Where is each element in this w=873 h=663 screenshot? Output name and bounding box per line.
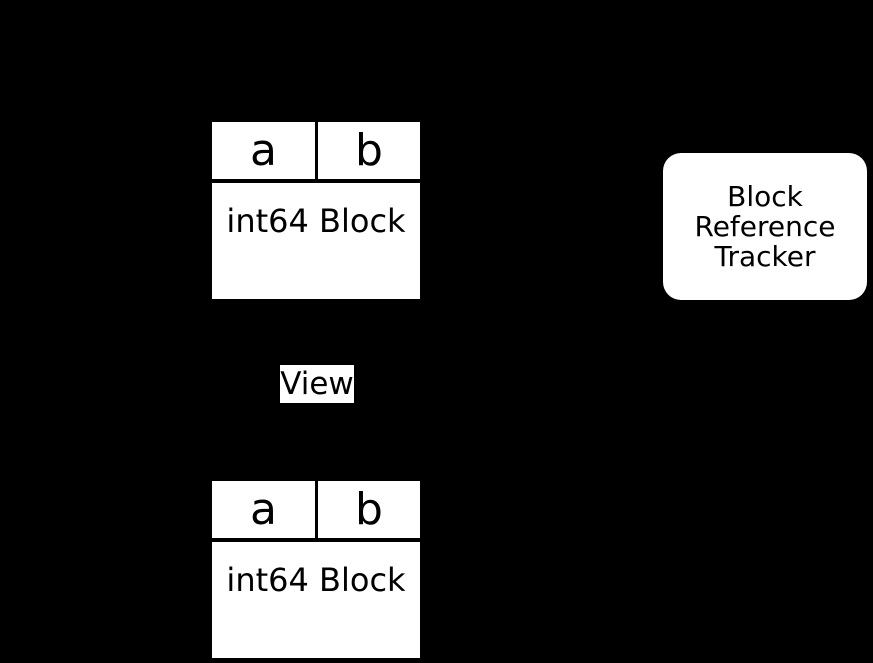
dataframe-top-column-header-a: a [212,122,315,179]
dataframe-top: a b int64 Block [212,122,420,299]
dataframe-top-int64-block: int64 Block [212,183,420,299]
dataframe-top-header: a b [212,122,420,179]
view-label: View [280,365,354,403]
dataframe-bottom-int64-block: int64 Block [212,542,420,658]
dataframe-bottom-column-header-b: b [318,481,420,538]
dataframe-bottom-header: a b [212,481,420,538]
dataframe-bottom-column-header-a: a [212,481,315,538]
dataframe-bottom: a b int64 Block [212,481,420,658]
dataframe-top-column-header-b: b [318,122,420,179]
block-reference-tracker: Block Reference Tracker [663,153,867,300]
